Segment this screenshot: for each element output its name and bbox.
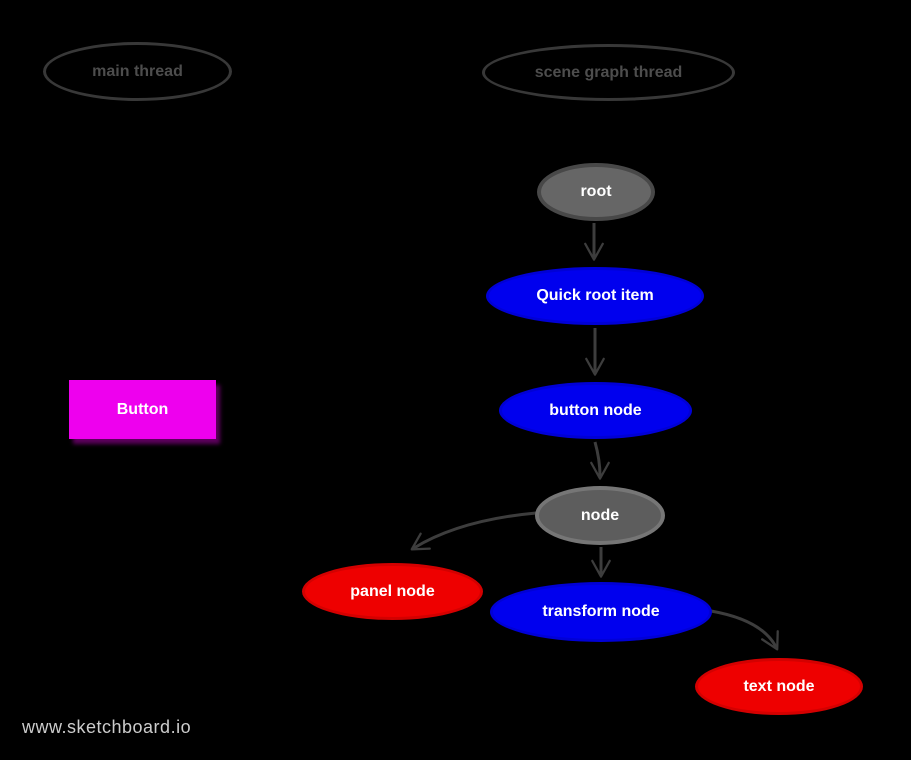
node-root[interactable]: root — [537, 163, 655, 221]
edge-transform-node-to-text-node[interactable] — [710, 609, 779, 651]
edge-button-node-to-node[interactable] — [590, 441, 610, 480]
node-button-rect[interactable]: Button — [69, 380, 216, 439]
edge-node-to-panel-node[interactable] — [410, 511, 537, 551]
node-text-node[interactable]: text node — [695, 658, 863, 715]
node-node-label: node — [580, 506, 620, 524]
lane-main-thread[interactable]: main thread — [43, 42, 232, 101]
node-transform-node-label: transform node — [542, 603, 660, 620]
lane-main-thread-label: main thread — [92, 62, 183, 80]
node-quick-root-item[interactable]: Quick root item — [486, 267, 704, 325]
lane-scene-graph-thread[interactable]: scene graph thread — [482, 44, 735, 101]
node-root-label: root — [580, 183, 612, 200]
node-transform-node[interactable]: transform node — [490, 582, 712, 642]
sketchboard-watermark: www.sketchboard.io — [22, 717, 192, 737]
node-button-label: Button — [116, 400, 169, 418]
node-button-node-label: button node — [549, 401, 642, 419]
node-button-node[interactable]: button node — [499, 382, 692, 439]
node-quick-root-item-label: Quick root item — [536, 287, 654, 304]
lane-scene-graph-thread-label: scene graph thread — [534, 63, 683, 81]
node-panel-node[interactable]: panel node — [302, 563, 483, 620]
node-text-node-label: text node — [743, 677, 815, 695]
node-node[interactable]: node — [535, 486, 665, 545]
node-panel-node-label: panel node — [350, 582, 435, 600]
